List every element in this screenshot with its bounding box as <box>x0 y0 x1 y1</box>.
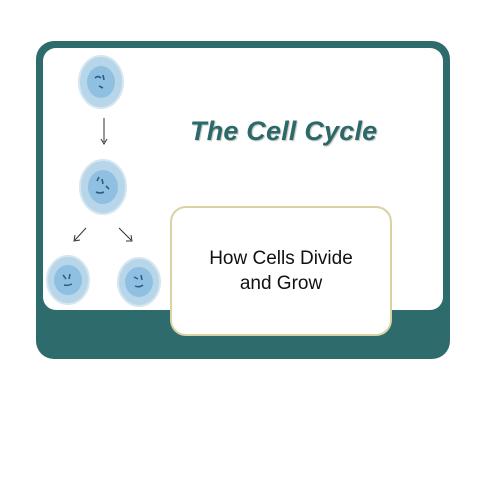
parent-cell-icon <box>78 55 124 109</box>
subtitle-line-1: How Cells Divide <box>209 248 353 269</box>
subtitle-line-2: and Grow <box>239 273 323 294</box>
daughter-cell-left-icon <box>46 255 90 305</box>
arrow-down-icon <box>100 118 108 145</box>
subtitle-box: How Cells Divide and Grow <box>170 206 392 336</box>
arrow-down-right-icon <box>118 227 133 242</box>
arrow-down-left-icon <box>73 227 87 242</box>
slide-title: The Cell Cycle <box>190 116 378 146</box>
dividing-cell-icon <box>79 159 127 215</box>
daughter-cell-right-icon <box>117 257 161 307</box>
